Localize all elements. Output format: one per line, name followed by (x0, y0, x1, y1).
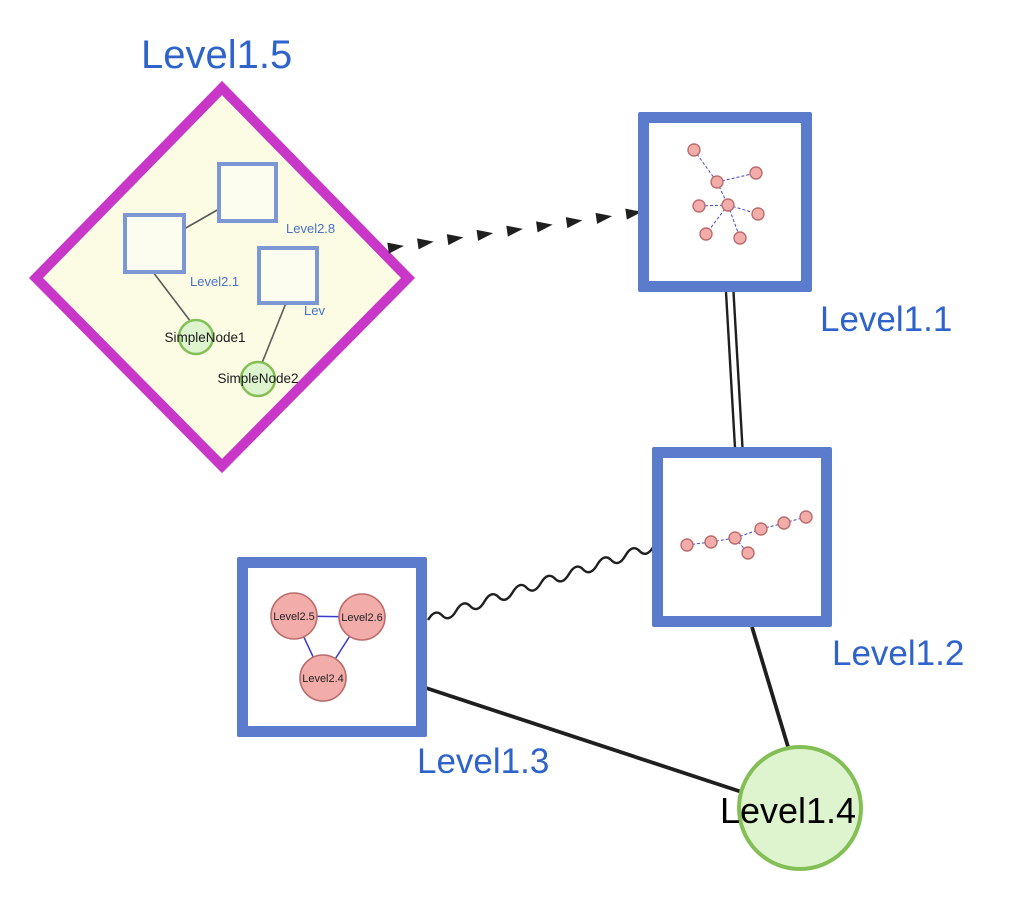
mini-node[interactable] (733, 231, 747, 245)
arrowhead-dash-icon (417, 236, 435, 250)
label-level1-4: Level1.4 (719, 790, 857, 831)
mini-node[interactable] (777, 516, 791, 530)
mini-node[interactable] (692, 199, 706, 213)
arrowhead-dash-icon (565, 214, 584, 229)
node-level2-1[interactable] (123, 213, 186, 274)
mini-node[interactable] (687, 143, 701, 157)
mini-node[interactable] (751, 207, 765, 221)
edge-level1-3-level1-4[interactable] (419, 684, 761, 800)
node-level2-x[interactable] (257, 246, 319, 305)
mini-node[interactable] (721, 198, 735, 212)
edge-level1-2-level1-4[interactable] (750, 626, 794, 761)
node-simplenode2[interactable] (239, 360, 277, 398)
node-simplenode1[interactable] (177, 318, 215, 356)
label-level2-5: Level2.5 (273, 611, 315, 623)
mini-node[interactable] (749, 166, 763, 180)
arrowhead-dash-icon (476, 227, 494, 241)
edge-level1-5-level1-1[interactable] (387, 206, 643, 254)
node-level1-3[interactable]: Level2.5 Level2.6 Level2.4 (237, 557, 427, 737)
node-level2-4[interactable] (299, 654, 347, 702)
mini-node[interactable] (799, 510, 813, 524)
edge-level2-8-level2-1[interactable] (183, 208, 220, 230)
mini-node[interactable] (741, 546, 755, 560)
mini-graph-level1-2 (680, 510, 813, 560)
mini-node[interactable] (704, 535, 718, 549)
node-level2-8[interactable] (217, 162, 278, 223)
mini-node[interactable] (699, 227, 713, 241)
mini-node[interactable] (728, 531, 742, 545)
label-level2-6: Level2.6 (341, 612, 383, 624)
arrowhead-dash-icon (506, 223, 524, 237)
node-level2-6[interactable] (338, 593, 386, 641)
mini-edge[interactable] (760, 522, 785, 530)
label-level1-5: Level1.5 (141, 33, 293, 77)
label-simplenode2: SimpleNode2 (217, 371, 299, 386)
label-level1-2: Level1.2 (832, 634, 965, 673)
double-line-left (724, 291, 737, 449)
label-level2-1: Level2.1 (190, 274, 240, 289)
mini-node[interactable] (754, 522, 768, 536)
label-level2-x: Lev (304, 303, 325, 318)
label-level1-1: Level1.1 (820, 300, 953, 339)
label-level1-3: Level1.3 (417, 742, 550, 781)
node-level1-4[interactable] (737, 745, 863, 871)
arrowhead-dash-icon (387, 240, 405, 254)
edge-level2-1-simplenode1[interactable] (152, 271, 192, 323)
arrowhead-dash-icon (446, 231, 465, 246)
inner-graph-level1-3: Level2.5 Level2.6 Level2.4 (270, 592, 386, 702)
mini-node[interactable] (680, 538, 694, 552)
edge-lev-simplenode2[interactable] (261, 302, 287, 364)
edge-level1-1-level1-2[interactable] (724, 291, 744, 449)
double-line-right (732, 291, 744, 449)
node-level1-1[interactable] (638, 112, 812, 292)
mini-graph-level1-1 (687, 143, 765, 245)
edge-level1-3-level1-2[interactable] (426, 545, 655, 621)
node-level1-5-diamond[interactable] (28, 80, 416, 474)
mini-edge[interactable] (783, 516, 807, 524)
label-level2-8: Level2.8 (286, 221, 336, 236)
node-level1-2[interactable] (652, 447, 832, 627)
node-level2-5[interactable] (270, 592, 318, 640)
arrowhead-dash-icon (595, 210, 613, 224)
label-level2-4: Level2.4 (302, 673, 344, 685)
arrowhead-dash-icon (536, 219, 554, 233)
mini-node[interactable] (710, 175, 724, 189)
label-simplenode1: SimpleNode1 (164, 330, 246, 345)
